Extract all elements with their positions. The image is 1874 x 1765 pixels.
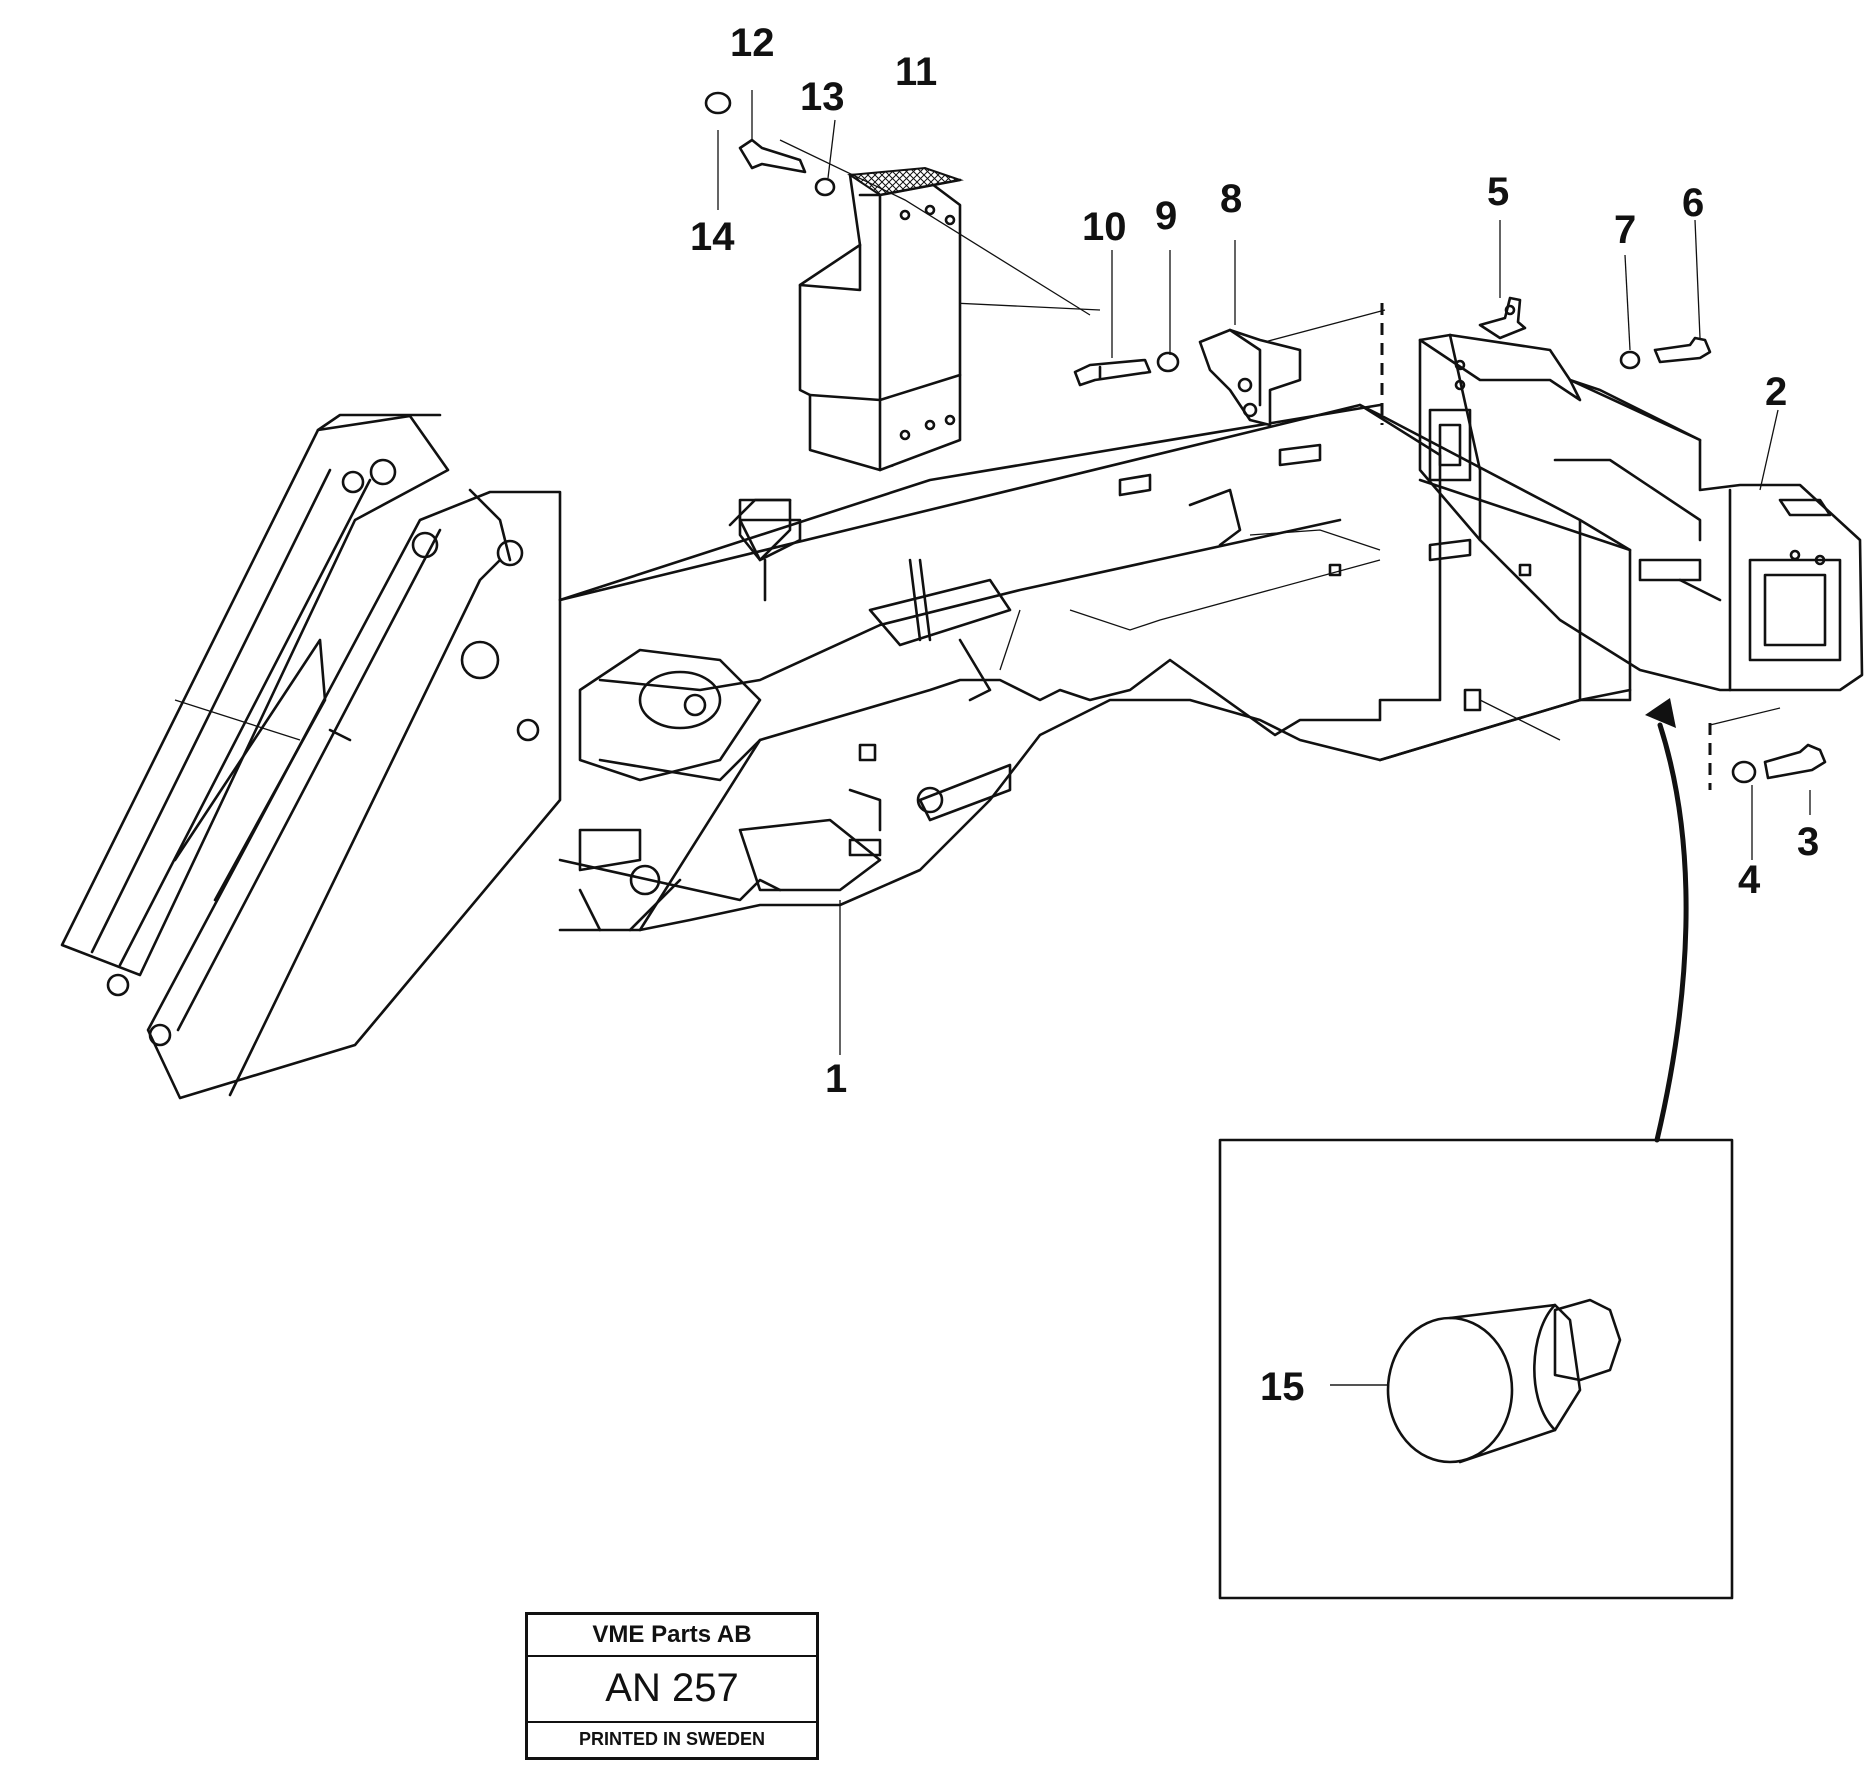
callout-10: 10 bbox=[1082, 205, 1127, 249]
callout-1: 1 bbox=[825, 1057, 847, 1101]
callout-5: 5 bbox=[1487, 170, 1509, 214]
company-name: VME Parts AB bbox=[528, 1615, 816, 1657]
leader-lines bbox=[717, 90, 1811, 1386]
callout-15: 15 bbox=[1260, 1365, 1305, 1409]
front-frame bbox=[60, 299, 1632, 1100]
callout-2: 2 bbox=[1765, 370, 1787, 414]
title-block: VME Parts AB AN 257 PRINTED IN SWEDEN bbox=[525, 1612, 819, 1760]
step-part bbox=[779, 139, 1091, 472]
bracket-part bbox=[1198, 328, 1302, 427]
arrow-head bbox=[1645, 698, 1676, 728]
detail-inset bbox=[1218, 1138, 1734, 1600]
bolt-3 bbox=[1763, 743, 1827, 780]
callout-3: 3 bbox=[1797, 820, 1819, 864]
callout-9: 9 bbox=[1155, 194, 1177, 238]
drawing-number: AN 257 bbox=[528, 1655, 816, 1723]
counterweight bbox=[1418, 333, 1864, 692]
callout-11: 11 bbox=[895, 50, 937, 94]
bolt-10 bbox=[1073, 358, 1152, 387]
callout-12: 12 bbox=[730, 21, 775, 65]
callout-4: 4 bbox=[1738, 858, 1761, 902]
callout-7: 7 bbox=[1614, 208, 1636, 252]
washer-4 bbox=[1731, 760, 1757, 784]
washer-7 bbox=[1619, 350, 1641, 370]
callouts: 1 2 3 4 5 6 7 8 9 10 11 12 13 14 15 bbox=[690, 21, 1819, 1409]
callout-13: 13 bbox=[800, 75, 845, 119]
callout-8: 8 bbox=[1220, 177, 1242, 221]
printed-note: PRINTED IN SWEDEN bbox=[578, 1729, 765, 1749]
callout-14: 14 bbox=[690, 215, 735, 259]
callout-6: 6 bbox=[1682, 181, 1704, 225]
washer-13 bbox=[814, 177, 836, 197]
washer-9 bbox=[1156, 351, 1180, 373]
bracket-5 bbox=[1478, 296, 1527, 340]
bolt-12 bbox=[738, 138, 807, 174]
bolt-6 bbox=[1653, 336, 1712, 364]
reference-arrow bbox=[1654, 722, 1689, 1143]
nut-14 bbox=[704, 91, 732, 115]
